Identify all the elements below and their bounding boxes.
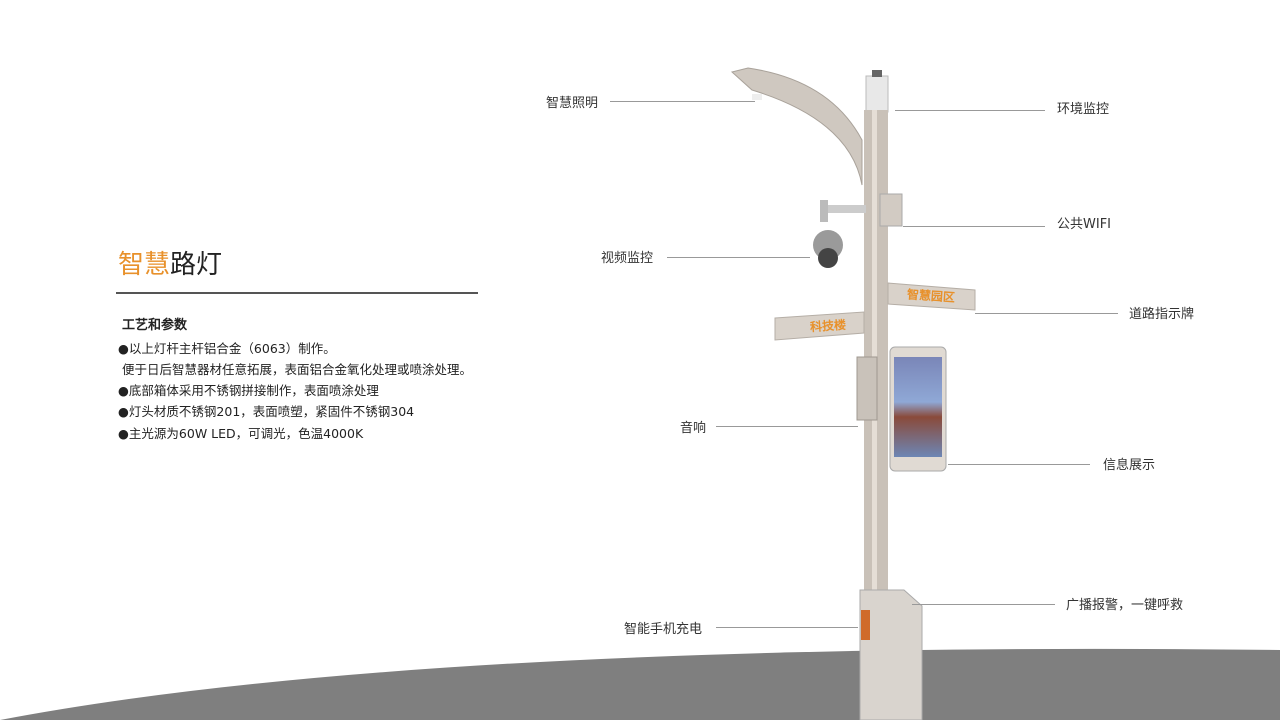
label-speaker: 音响 [680,421,707,436]
divider [116,292,478,294]
leader-line [667,257,810,258]
label-env: 环境监控 [1057,102,1110,117]
leader-line [912,604,1055,605]
charging-ports [861,610,870,640]
speaker [856,356,878,421]
spec-line: ●主光源为60W LED，可调光，色温4000K [118,426,364,441]
label-alarm: 广播报警，一键呼救 [1066,598,1184,613]
spec-line: ●灯头材质不锈钢201，表面喷塑，紧固件不锈钢304 [118,404,415,419]
sign-right-text: 智慧园区 [906,287,956,305]
spec-line: ●以上灯杆主杆铝合金（6063）制作。 [118,341,336,356]
label-wifi: 公共WIFI [1057,217,1111,232]
leader-line [948,464,1090,465]
spec-line: 便于日后智慧器材任意拓展，表面铝合金氧化处理或喷涂处理。 [118,362,472,377]
label-lighting: 智慧照明 [546,96,599,111]
label-info: 信息展示 [1103,458,1156,473]
leader-line [610,101,755,102]
ground [0,648,1280,720]
leader-line [716,426,858,427]
sign-right [887,282,976,311]
base-cabinet [859,589,923,720]
sign-left [774,311,865,341]
lamp-head [730,67,863,186]
leader-line [895,110,1045,111]
section-heading: 工艺和参数 [122,318,188,333]
leader-line [903,226,1045,227]
wifi-box [879,193,903,227]
leader-line [716,627,858,628]
leader-line [975,313,1118,314]
title-rest: 路灯 [170,250,223,280]
title-highlight: 智慧 [118,250,171,280]
spec-line: ●底部箱体采用不锈钢拼接制作，表面喷涂处理 [118,383,379,398]
label-charge: 智能手机充电 [624,622,703,637]
page-title: 智慧路灯 [118,244,222,281]
env-sensor [865,75,889,113]
sign-left-text: 科技楼 [809,317,847,335]
label-sign: 道路指示牌 [1129,307,1195,322]
label-video: 视频监控 [601,251,654,266]
